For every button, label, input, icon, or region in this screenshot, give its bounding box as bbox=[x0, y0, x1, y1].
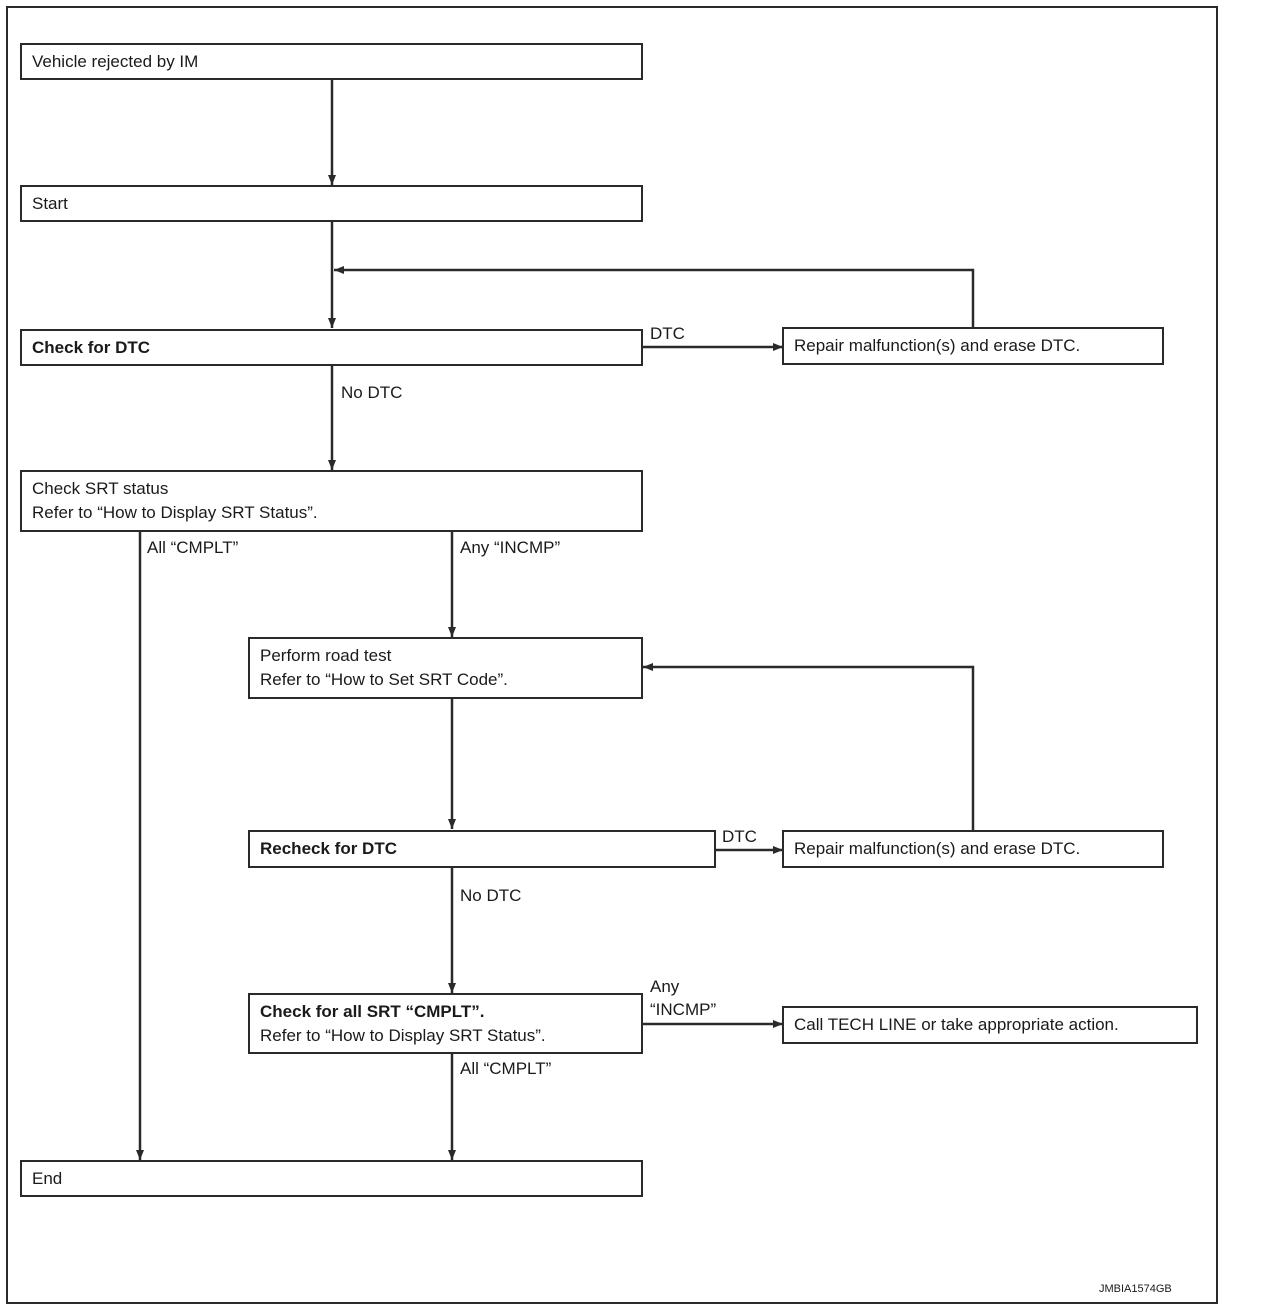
edge-label-no-dtc-2: No DTC bbox=[460, 886, 522, 905]
node-road-test-line1: Perform road test bbox=[260, 646, 392, 665]
figure-code: JMBIA1574GB bbox=[1099, 1283, 1172, 1295]
node-check-srt-line2: Refer to “How to Display SRT Status”. bbox=[32, 503, 318, 522]
edge-label-all-cmplt-1: All “CMPLT” bbox=[147, 538, 239, 557]
node-check-dtc: Check for DTC bbox=[20, 329, 643, 366]
node-check-srt-line1: Check SRT status bbox=[32, 479, 169, 498]
edge-label-any-incmp-2-line1: Any bbox=[650, 977, 680, 996]
edge-label-dtc-2: DTC bbox=[722, 827, 757, 846]
node-recheck-dtc-text: Recheck for DTC bbox=[260, 839, 397, 858]
edge-label-any-incmp-1: Any “INCMP” bbox=[460, 538, 561, 557]
node-repair-1-text: Repair malfunction(s) and erase DTC. bbox=[794, 336, 1081, 355]
node-repair-1: Repair malfunction(s) and erase DTC. bbox=[782, 327, 1164, 365]
node-check-srt: Check SRT status Refer to “How to Displa… bbox=[20, 470, 643, 532]
node-start-text: Start bbox=[32, 193, 68, 213]
node-call-tech-line-text: Call TECH LINE or take appropriate actio… bbox=[794, 1015, 1119, 1034]
node-vehicle-rejected-text: Vehicle rejected by IM bbox=[32, 51, 199, 71]
node-end: End bbox=[20, 1160, 643, 1197]
node-check-all-srt-line1: Check for all SRT “CMPLT”. bbox=[260, 1001, 485, 1021]
edge-label-any-incmp-2-line2: “INCMP” bbox=[650, 1000, 717, 1019]
node-vehicle-rejected: Vehicle rejected by IM bbox=[20, 43, 643, 80]
edge-label-no-dtc-1: No DTC bbox=[341, 383, 403, 402]
node-recheck-dtc: Recheck for DTC bbox=[248, 830, 716, 868]
edge-label-dtc-1: DTC bbox=[650, 324, 685, 343]
node-road-test-line2: Refer to “How to Set SRT Code”. bbox=[260, 670, 508, 689]
node-end-text: End bbox=[32, 1168, 63, 1188]
node-start: Start bbox=[20, 185, 643, 222]
node-check-all-srt: Check for all SRT “CMPLT”. Refer to “How… bbox=[248, 993, 643, 1054]
node-road-test: Perform road test Refer to “How to Set S… bbox=[248, 637, 643, 699]
node-check-all-srt-line2: Refer to “How to Display SRT Status”. bbox=[260, 1025, 546, 1045]
node-repair-2: Repair malfunction(s) and erase DTC. bbox=[782, 830, 1164, 868]
loop-repair-to-start-line bbox=[334, 266, 975, 327]
node-call-tech-line: Call TECH LINE or take appropriate actio… bbox=[782, 1006, 1198, 1044]
edge-label-all-cmplt-2: All “CMPLT” bbox=[460, 1059, 552, 1078]
node-check-dtc-text: Check for DTC bbox=[32, 337, 151, 357]
node-repair-2-text: Repair malfunction(s) and erase DTC. bbox=[794, 839, 1081, 858]
loop-repair-to-road-test bbox=[643, 663, 975, 830]
